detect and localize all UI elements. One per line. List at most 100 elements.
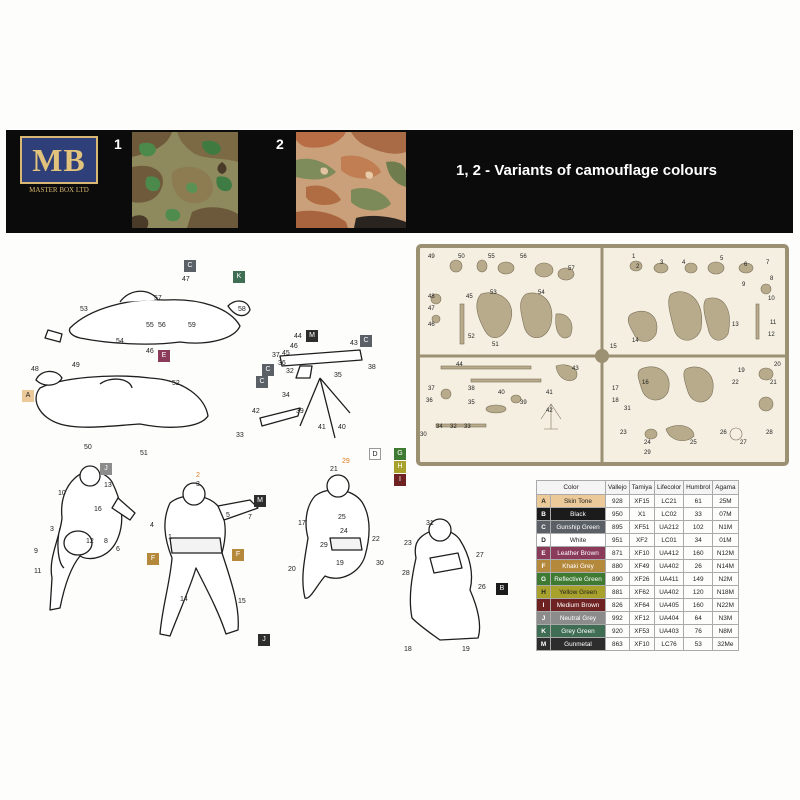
part-number: 29 [320,542,328,549]
sprue-part-number: 44 [456,362,463,368]
part-number: 27 [476,552,484,559]
sprue-part-number: 29 [644,450,651,456]
tag-c-mg-3: C [256,376,268,388]
part-number: 40 [338,424,346,431]
sprue-part-number: 11 [770,320,777,326]
vallejo-code: 890 [605,572,630,586]
lifecolor-code: UA412 [653,546,685,560]
part-number: 32 [286,368,294,375]
sprue-part-number: 3 [660,260,664,266]
logo-badge: MB [20,136,98,184]
agama-code: N1M [712,520,739,534]
sprue-part-number: 17 [612,386,619,392]
sprue-part-number: 51 [492,342,499,348]
sprue-part-number: 26 [720,430,727,436]
sprue-part-number: 30 [420,432,427,438]
sprue-part-number: 49 [428,254,435,260]
part-number: 19 [336,560,344,567]
part-number: 51 [140,450,148,457]
tamiya-code: XF12 [628,611,655,625]
part-number: 23 [404,540,412,547]
vallejo-code: 920 [605,624,630,638]
lifecolor-code: LC01 [653,533,685,547]
sprue-drawing [416,244,789,466]
color-letter: E [536,546,551,560]
humbrol-code: 26 [683,559,714,573]
sprue-part-number: 50 [458,254,465,260]
agama-code: N12M [712,546,739,560]
part-number: 5 [226,512,230,519]
part-number: 21 [330,466,338,473]
tamiya-code: XF49 [628,559,655,573]
agama-code: N2M [712,572,739,586]
agama-code: N8M [712,624,739,638]
sprue-part-number: 36 [426,398,433,404]
part-number: 45 [282,350,290,357]
color-name: Grey Green [550,624,606,638]
humbrol-code: 120 [683,585,714,599]
sprue-part-number: 15 [610,344,617,350]
color-letter: K [536,624,551,638]
part-number: 22 [372,536,380,543]
vallejo-code: 880 [605,559,630,573]
sprue-part-number: 37 [428,386,435,392]
part-number: 36 [278,360,286,367]
color-table-header: Color Vallejo Tamiya Lifecolor Humbrol A… [536,480,739,495]
part-number: 3 [196,481,200,488]
agama-code: N22M [712,598,739,612]
lifecolor-code: UA405 [653,598,685,612]
sprue-part-number: 39 [520,400,527,406]
vallejo-code: 881 [605,585,630,599]
tamiya-code: XF62 [628,585,655,599]
humbrol-code: 149 [683,572,714,586]
header-color: Color [536,480,606,495]
part-number: 59 [188,322,196,329]
part-number: 49 [72,362,80,369]
humbrol-code: 76 [683,624,714,638]
part-number: 37 [272,352,280,359]
header-agama: Agama [712,480,739,495]
part-number: 34 [282,392,290,399]
part-number: 42 [252,408,260,415]
header-vallejo: Vallejo [605,480,630,495]
sprue-part-number: 47 [428,306,435,312]
camouflage-swatch-1 [132,132,238,228]
lifecolor-code: UA403 [653,624,685,638]
humbrol-code: 34 [683,533,714,547]
vallejo-code: 863 [605,637,630,651]
sprue-part-number: 33 [464,424,471,430]
tag-g-f3: G [394,448,406,460]
sprue-part-number: 22 [732,380,739,386]
part-number: 55 [146,322,154,329]
sprue-part-number: 57 [568,266,575,272]
part-number: 53 [80,306,88,313]
sprue-part-number: 13 [732,322,739,328]
swatch-1-label: 1 [114,136,122,152]
color-letter: J [536,611,551,625]
header-humbrol: Humbrol [683,480,714,495]
agama-code: 07M [712,507,739,521]
lifecolor-code: UA404 [653,611,685,625]
tamiya-code: X1 [628,507,655,521]
part-number: 15 [238,598,246,605]
part-number: 3 [50,526,54,533]
sprue-part-number: 8 [770,276,774,282]
part-number: 54 [116,338,124,345]
part-number: 33 [236,432,244,439]
color-name: Skin Tone [550,494,606,508]
lifecolor-code: LC21 [653,494,685,508]
tag-m-mg: M [306,330,318,342]
sprue-part-number: 52 [468,334,475,340]
part-number: 43 [350,340,358,347]
color-name: Gunmetal [550,637,606,651]
color-letter: B [536,507,551,521]
sprue-part-number: 55 [488,254,495,260]
part-number: 11 [34,568,42,575]
sprue-part-number: 14 [632,338,639,344]
part-number: 7 [248,514,252,521]
